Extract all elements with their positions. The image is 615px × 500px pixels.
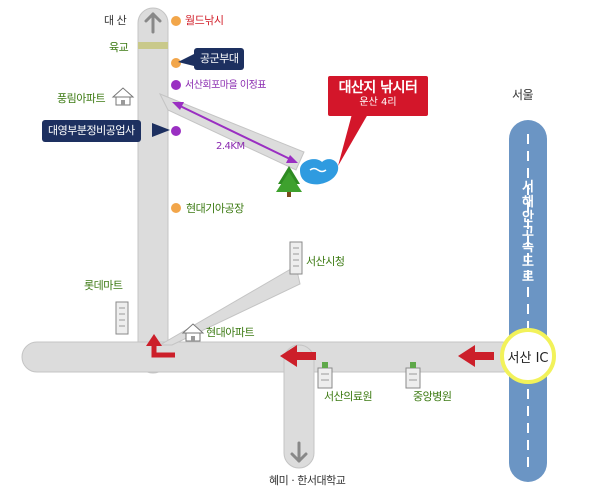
overpass xyxy=(138,42,168,49)
lotte-label: 롯데마트 xyxy=(84,279,123,292)
distance-arrow-end xyxy=(286,155,298,163)
expressway-label-char: 안 xyxy=(522,210,534,225)
horizontal-road xyxy=(21,341,518,373)
sign-label: 서산회포마을 이정표 xyxy=(185,80,266,91)
dot-hyundai-kia xyxy=(171,203,181,213)
daeyoung-label: 대영부분정비공업사 xyxy=(42,120,141,142)
dot-airforce xyxy=(171,58,181,68)
seoul-label: 서울 xyxy=(512,88,534,102)
expressway-road xyxy=(509,120,547,482)
yukgyo-label: 육교 xyxy=(109,41,129,54)
daeyoung-pointer xyxy=(152,123,170,137)
airforce-label: 공군부대 xyxy=(194,48,245,70)
building-icon xyxy=(317,362,333,389)
destination-box: 대산지 낚시터 운산 4리 xyxy=(328,76,428,116)
top-direction-label: 대 산 xyxy=(104,14,127,27)
hyundai-kia-label: 현대기아공장 xyxy=(186,202,244,215)
world-fishing-label: 월드낚시 xyxy=(185,14,224,27)
left-arrow-icon xyxy=(280,345,316,367)
expressway-label-char: 속 xyxy=(522,240,534,255)
distance-line xyxy=(177,104,293,161)
destination-title: 대산지 낚시터 xyxy=(338,80,418,96)
destination-pointer xyxy=(338,114,368,166)
north-arrow-icon xyxy=(144,12,162,34)
turn-arrow-icon xyxy=(151,344,175,358)
distance-arrow-start xyxy=(172,102,184,110)
seosan-cityhall-label: 서산시청 xyxy=(306,255,345,268)
turn-arrow-head xyxy=(146,334,162,346)
building-icon xyxy=(289,241,303,275)
south-road xyxy=(283,344,315,469)
destination-subtitle: 운산 4리 xyxy=(359,97,397,108)
dot-sign xyxy=(171,80,181,90)
airforce-pointer xyxy=(178,54,194,66)
poongrim-label: 풍림아파트 xyxy=(57,92,106,105)
lake-icon xyxy=(300,159,339,185)
seosan-ic-marker: 서산 IC xyxy=(500,328,556,384)
left-arrow-icon xyxy=(458,345,494,367)
expressway-label-char: 고 xyxy=(522,225,534,240)
expressway-label-char: 도 xyxy=(522,255,534,270)
house-icon xyxy=(111,87,135,106)
tree-icon xyxy=(276,166,302,197)
building-icon xyxy=(115,301,129,335)
central-hospital-label: 중앙병원 xyxy=(413,390,452,403)
expressway-label-char: 해 xyxy=(522,195,534,210)
distance-label: 2.4KM xyxy=(216,141,245,152)
dot-world-fishing xyxy=(171,16,181,26)
house-icon xyxy=(181,323,205,342)
expressway-label-char: 서 xyxy=(522,180,534,195)
seosan-medical-label: 서산의료원 xyxy=(324,390,373,403)
south-arrow-icon xyxy=(290,441,308,463)
building-icon xyxy=(405,362,421,389)
dot-daeyoung xyxy=(171,126,181,136)
main-vertical-road xyxy=(137,7,169,374)
bottom-direction-label: 혜미 · 한서대학교 xyxy=(269,474,346,487)
hyundai-apt-label: 현대아파트 xyxy=(206,326,255,339)
expressway-label-char: 로 xyxy=(522,270,534,285)
